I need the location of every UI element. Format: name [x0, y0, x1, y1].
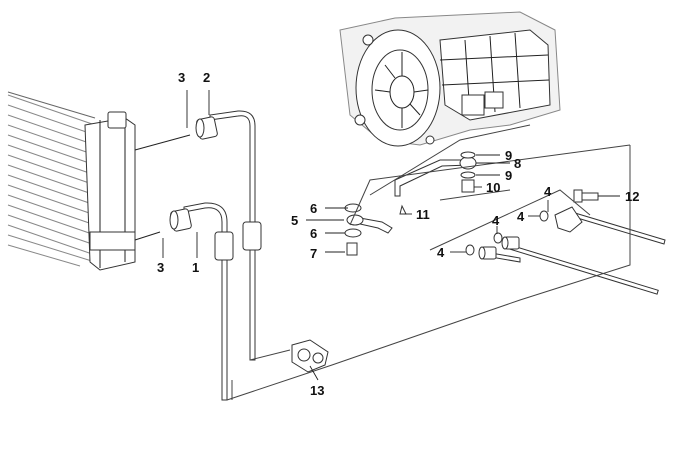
guide-lines — [226, 124, 631, 401]
callout-9-upper: 9 — [505, 148, 512, 163]
callout-5: 5 — [291, 213, 298, 228]
callout-11: 11 — [416, 207, 430, 222]
callout-3-upper: 3 — [178, 70, 185, 85]
callout-4-mid: 4 — [492, 213, 500, 228]
callout-13: 13 — [310, 383, 324, 398]
oil-line-2 — [195, 110, 262, 361]
callout-6-upper: 6 — [310, 201, 317, 216]
holder-clip-13 — [291, 339, 329, 373]
oil-line-1 — [169, 202, 234, 401]
callout-10: 10 — [486, 180, 500, 195]
callout-8: 8 — [514, 156, 521, 171]
callout-labels: 3 2 3 1 6 5 6 7 9 8 9 10 11 12 4 4 4 4 1… — [157, 70, 639, 398]
callout-7: 7 — [310, 246, 317, 261]
pipe-5-assembly — [344, 151, 477, 256]
callout-1: 1 — [192, 260, 199, 275]
callout-4-mid-left: 4 — [517, 209, 525, 224]
callout-2: 2 — [203, 70, 210, 85]
automatic-transmission — [339, 11, 561, 147]
leader-lines — [162, 90, 620, 381]
oil-line-fittings — [465, 189, 599, 260]
callout-4-left: 4 — [437, 245, 445, 260]
radiator-cooler — [7, 91, 136, 271]
callout-12: 12 — [625, 189, 639, 204]
callout-6-lower: 6 — [310, 226, 317, 241]
callout-3-lower: 3 — [157, 260, 164, 275]
callout-9-lower: 9 — [505, 168, 512, 183]
callout-4-top: 4 — [544, 184, 552, 199]
